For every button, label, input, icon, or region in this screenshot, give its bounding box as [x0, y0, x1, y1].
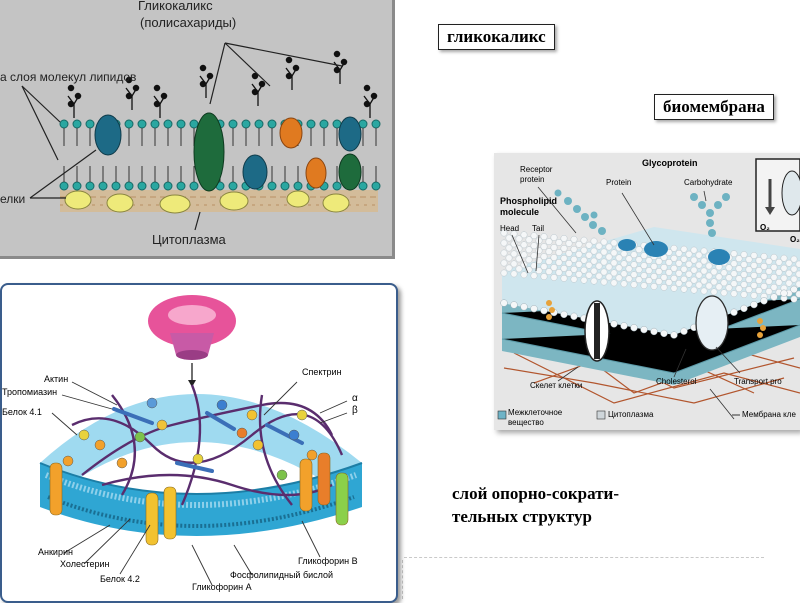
glycoprotein-label: Glycoprotein [642, 158, 698, 168]
cytoskeleton-diagram: Актин Тропомиазин Белок 4.1 Спектрин α β… [0, 283, 398, 603]
membrane-illustration [21, 42, 381, 231]
receptor-protein-label-2: protein [520, 175, 545, 184]
glycocalyx-membrane-diagram: Гликокаликс (полисахариды) а слоя молеку… [0, 0, 395, 259]
protein-label: Protein [606, 178, 632, 187]
legend-extracellular-label-2: вещество [508, 418, 544, 427]
receptor-protein-label-1: Receptor [520, 165, 553, 174]
tropomyosin-label: Тропомиазин [2, 387, 58, 397]
lipid-layers-label: а слоя молекул липидов [0, 70, 137, 84]
actin-label: Актин [44, 374, 69, 384]
legend-membrane-label: Мембрана кле [742, 410, 796, 419]
legend-cytoplasm-label: Цитоплазма [608, 410, 654, 419]
bilayer-label: Фосфолипидный бислой [230, 570, 334, 580]
ankyrin-label: Анкирин [38, 547, 73, 557]
glycophorin-b-label: Гликофорин В [298, 556, 358, 566]
separator-line [404, 557, 764, 558]
legend-extracellular-label-1: Межклеточное [508, 408, 563, 417]
band42-label: Белок 4.2 [100, 574, 140, 584]
phospholipid-label-1: Phospholipid [500, 196, 557, 206]
glycocalyx-caption: гликокаликс [438, 24, 555, 50]
glycocalyx-subtitle-label: (полисахариды) [140, 15, 237, 30]
support-layer-caption-line1: слой опорно-сократи- [452, 484, 619, 503]
carbohydrate-label: Carbohydrate [684, 178, 733, 187]
support-layer-caption-line2: тельных структур [452, 507, 592, 526]
cytoskeleton-illustration [39, 295, 363, 586]
proteins-label: елки [0, 192, 26, 206]
phospholipid-label-2: molecule [500, 207, 540, 217]
o2-label: O₂ [760, 223, 770, 232]
cytoplasm-label: Цитоплазма [152, 232, 226, 247]
band41-label: Белок 4.1 [2, 407, 42, 417]
head-label: Head [500, 224, 520, 233]
biomembrane-caption: биомембрана [654, 94, 774, 120]
biomembrane-illustration [497, 158, 800, 420]
transport-protein-label: Transport pro [734, 377, 782, 386]
tail-label: Tail [532, 224, 545, 233]
cell-skeleton-label: Скелет клетки [530, 381, 583, 390]
o2-label-2: O₂ [790, 235, 800, 244]
separator-line-vertical [402, 560, 403, 599]
spectrin-label: Спектрин [302, 367, 342, 377]
biomembrane-diagram: Glycoprotein Receptor protein Protein Ca… [494, 153, 800, 430]
beta-label: β [352, 405, 358, 416]
alpha-label: α [352, 393, 358, 404]
cholesterol-label: Cholesterol [656, 377, 697, 386]
glycophorin-a-label: Гликофорин А [192, 582, 252, 592]
cholesterol-label: Холестерин [60, 559, 110, 569]
glycocalyx-title-label: Гликокаликс [138, 0, 213, 13]
